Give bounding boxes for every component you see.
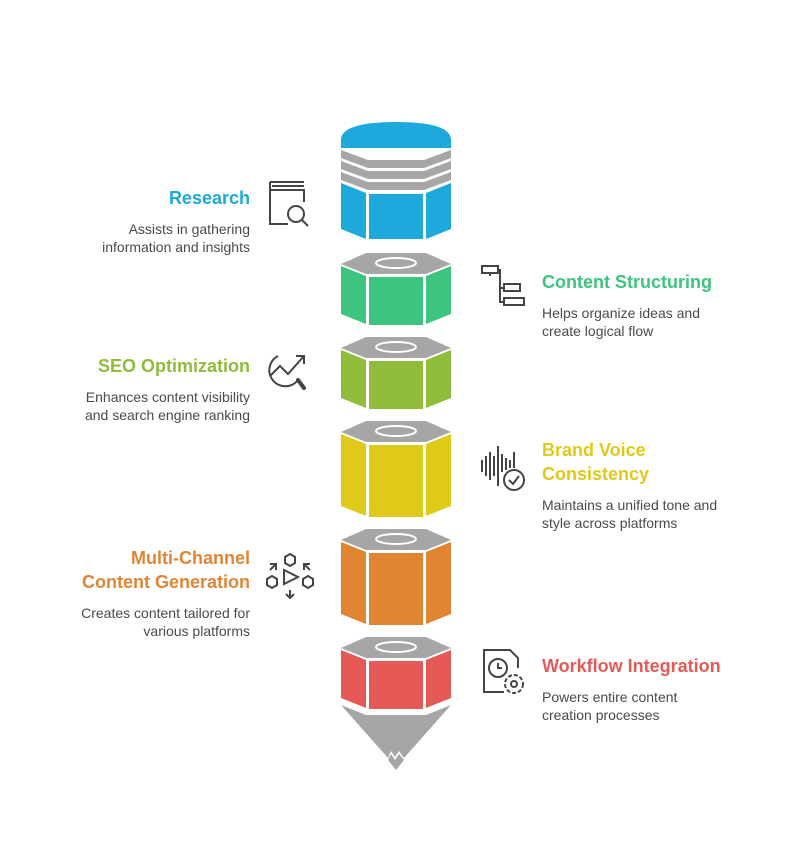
segment-hole (375, 257, 417, 269)
segment-top-face (341, 421, 451, 442)
eraser-top (341, 122, 451, 148)
ferrule-band-3 (341, 172, 451, 190)
step-description: Assists in gathering information and insi… (102, 220, 250, 256)
clock-gear-document-icon (478, 646, 530, 698)
body-front-face (369, 194, 423, 239)
step-description-line: create logical flow (542, 323, 654, 339)
step-title-line: Research (168, 188, 250, 208)
tip-cone (341, 705, 451, 758)
body-right-face (426, 183, 451, 239)
segment-front-face (369, 361, 423, 409)
segment-top-face (341, 637, 451, 658)
segment-left-face (341, 650, 366, 708)
segment-research (341, 122, 451, 239)
step-description: Powers entire content creation processes (542, 688, 721, 724)
ferrule-band-1 (341, 150, 451, 168)
ferrule-band-2 (341, 161, 451, 179)
step-description-line: Enhances content visibility (85, 389, 250, 405)
step-description: Maintains a unified tone and style across… (542, 496, 717, 532)
trend-search-icon (264, 346, 316, 398)
segment-multi-channel-content-generation (341, 529, 451, 625)
segment-left-face (341, 266, 366, 324)
pencil-tip (341, 705, 451, 770)
segment-left-face (341, 542, 366, 624)
step-title-line: Brand Voice (542, 440, 646, 460)
segment-right-face (426, 434, 451, 516)
segment-right-face (426, 650, 451, 708)
segment-right-face (426, 542, 451, 624)
step-title: Research (102, 186, 250, 210)
segment-front-face (369, 553, 423, 625)
book-search-icon (264, 178, 316, 230)
step-title-line: Workflow Integration (542, 656, 721, 676)
step-description: Creates content tailored for various plat… (81, 604, 250, 640)
step-title: SEO Optimization (85, 354, 250, 378)
segment-front-face (369, 277, 423, 325)
step-title-line: Content Generation (81, 572, 250, 592)
segment-brand-voice-consistency (341, 421, 451, 517)
tip-point (388, 754, 404, 770)
body-left-face (341, 183, 366, 239)
step-title-line: Consistency (542, 464, 650, 484)
step-description: Enhances content visibility and search en… (85, 388, 250, 424)
segment-top-face (341, 337, 451, 358)
step-description-line: creation processes (542, 707, 660, 723)
segment-front-face (369, 445, 423, 517)
step-description-line: style across platforms (542, 515, 678, 531)
step-description-line: Assists in gathering (128, 221, 250, 237)
step-description-line: Maintains a unified tone and (542, 497, 718, 513)
segment-content-structuring (341, 253, 451, 325)
segment-right-face (426, 266, 451, 324)
step-description: Helps organize ideas and create logical f… (542, 304, 712, 340)
segment-left-face (341, 434, 366, 516)
segment-right-face (426, 350, 451, 408)
segment-hole (375, 425, 417, 437)
segment-top-face (341, 253, 451, 274)
step-description-line: various platforms (143, 623, 250, 639)
step-description-line: Creates content tailored for (81, 605, 250, 621)
step-title: Workflow Integration (542, 654, 721, 678)
segment-front-face (369, 661, 423, 709)
multichannel-play-icon (264, 550, 316, 602)
hierarchy-structure-icon (478, 262, 530, 314)
segment-left-face (341, 350, 366, 408)
segment-top-face (341, 529, 451, 550)
segment-hole (375, 641, 417, 653)
step-title-line: Multi-Channel (131, 548, 250, 568)
step-title-line: SEO Optimization (97, 356, 250, 376)
soundwave-check-icon (478, 442, 530, 494)
segment-seo-optimization (341, 337, 451, 409)
step-description-line: and search engine ranking (84, 407, 250, 423)
step-description-line: Helps organize ideas and (542, 305, 700, 321)
step-title-line: Content Structuring (542, 272, 712, 292)
step-description-line: information and insights (102, 239, 250, 255)
segment-workflow-integration (341, 637, 451, 709)
step-title: Content Structuring (542, 270, 712, 294)
step-description-line: Powers entire content (542, 689, 678, 705)
segment-hole (375, 341, 417, 353)
segment-hole (375, 533, 417, 545)
